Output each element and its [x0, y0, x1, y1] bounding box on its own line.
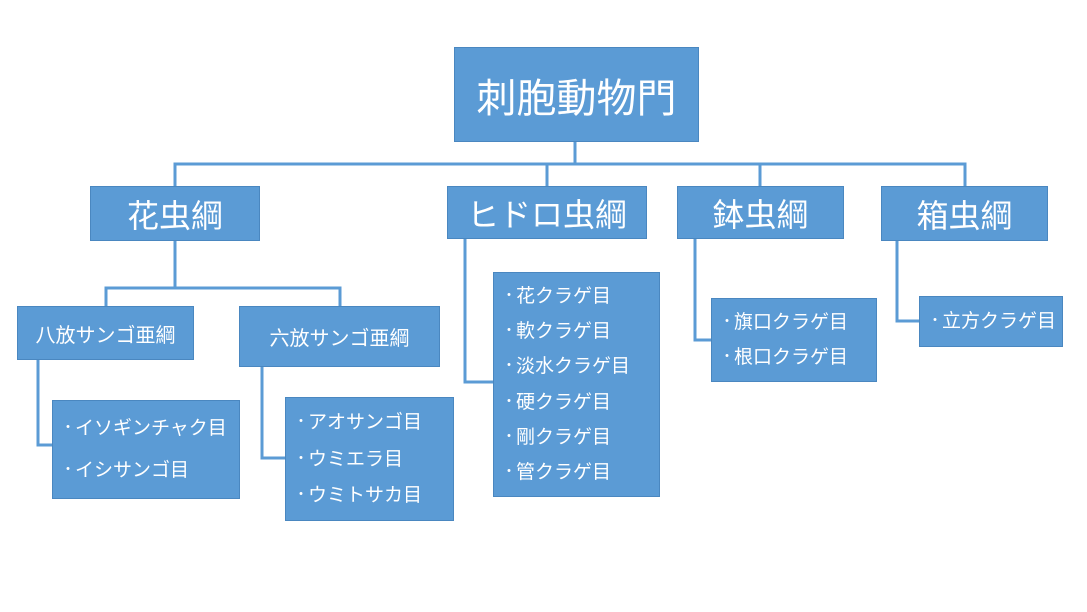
order-label: アオサンゴ目 — [308, 410, 423, 433]
order-label: イシサンゴ目 — [75, 459, 190, 482]
order-list-item: ・淡水クラゲ目 — [502, 355, 653, 378]
class-node-hydrozoa: ヒドロ虫綱 — [447, 186, 647, 239]
bullet-icon: ・ — [61, 462, 75, 479]
bullet-icon: ・ — [502, 463, 516, 480]
order-list-hexacorallia: ・アオサンゴ目・ウミエラ目・ウミトサカ目 — [285, 397, 454, 521]
class-label: 鉢虫綱 — [712, 195, 809, 234]
order-label: 管クラゲ目 — [516, 460, 612, 483]
class-node-cubozoa: 箱虫綱 — [881, 186, 1048, 241]
root-label: 刺胞動物門 — [476, 75, 677, 122]
order-list-hydrozoa: ・花クラゲ目・軟クラゲ目・淡水クラゲ目・硬クラゲ目・剛クラゲ目・管クラゲ目 — [493, 272, 660, 497]
order-list-scyphozoa: ・旗口クラゲ目・根口クラゲ目 — [711, 298, 877, 382]
order-list-item: ・イソギンチャク目 — [61, 417, 233, 440]
bullet-icon: ・ — [502, 323, 516, 340]
bullet-icon: ・ — [502, 428, 516, 445]
subclass-node-octocorallia: 八放サンゴ亜綱 — [17, 306, 194, 360]
class-label: 箱虫綱 — [916, 196, 1013, 235]
order-label: 花クラゲ目 — [516, 285, 612, 308]
class-node-scyphozoa: 鉢虫綱 — [677, 186, 844, 239]
bullet-icon: ・ — [294, 413, 308, 430]
class-label: 花虫綱 — [126, 196, 223, 235]
subclass-label: 六放サンゴ亜綱 — [269, 326, 410, 350]
order-label: 軟クラゲ目 — [516, 320, 612, 343]
order-list-item: ・軟クラゲ目 — [502, 320, 653, 343]
bullet-icon: ・ — [928, 313, 942, 330]
order-list-item: ・花クラゲ目 — [502, 285, 653, 308]
order-list-item: ・立方クラゲ目 — [928, 310, 1056, 333]
order-label: 立方クラゲ目 — [942, 310, 1057, 333]
order-label: 剛クラゲ目 — [516, 425, 612, 448]
order-list-item: ・イシサンゴ目 — [61, 459, 233, 482]
bullet-icon: ・ — [502, 358, 516, 375]
order-list-item: ・硬クラゲ目 — [502, 391, 653, 414]
class-label: ヒドロ虫綱 — [466, 195, 627, 234]
bullet-icon: ・ — [502, 393, 516, 410]
order-list-item: ・根口クラゲ目 — [720, 346, 870, 369]
bullet-icon: ・ — [720, 314, 734, 331]
order-list-cubozoa: ・立方クラゲ目 — [919, 296, 1063, 347]
order-label: 旗口クラゲ目 — [734, 311, 849, 334]
order-list-item: ・アオサンゴ目 — [294, 411, 447, 434]
order-list-item: ・剛クラゲ目 — [502, 426, 653, 449]
bullet-icon: ・ — [502, 288, 516, 305]
order-list-item: ・ウミトサカ目 — [294, 484, 447, 507]
root-node: 刺胞動物門 — [454, 47, 699, 142]
order-list-item: ・ウミエラ目 — [294, 448, 447, 471]
bullet-icon: ・ — [294, 487, 308, 504]
bullet-icon: ・ — [61, 419, 75, 436]
order-list-octocorallia: ・イソギンチャク目・イシサンゴ目 — [52, 400, 240, 499]
bullet-icon: ・ — [720, 349, 734, 366]
order-list-item: ・管クラゲ目 — [502, 461, 653, 484]
subclass-label: 八放サンゴ亜綱 — [35, 322, 176, 347]
order-label: 硬クラゲ目 — [516, 390, 612, 413]
order-label: ウミトサカ目 — [308, 484, 423, 507]
class-node-anthozoa: 花虫綱 — [90, 186, 260, 241]
order-list-item: ・旗口クラゲ目 — [720, 311, 870, 334]
subclass-node-hexacorallia: 六放サンゴ亜綱 — [239, 306, 440, 367]
order-label: 淡水クラゲ目 — [516, 355, 631, 378]
order-label: ウミエラ目 — [308, 447, 404, 470]
order-label: イソギンチャク目 — [75, 416, 227, 439]
order-label: 根口クラゲ目 — [734, 346, 849, 369]
bullet-icon: ・ — [294, 450, 308, 467]
